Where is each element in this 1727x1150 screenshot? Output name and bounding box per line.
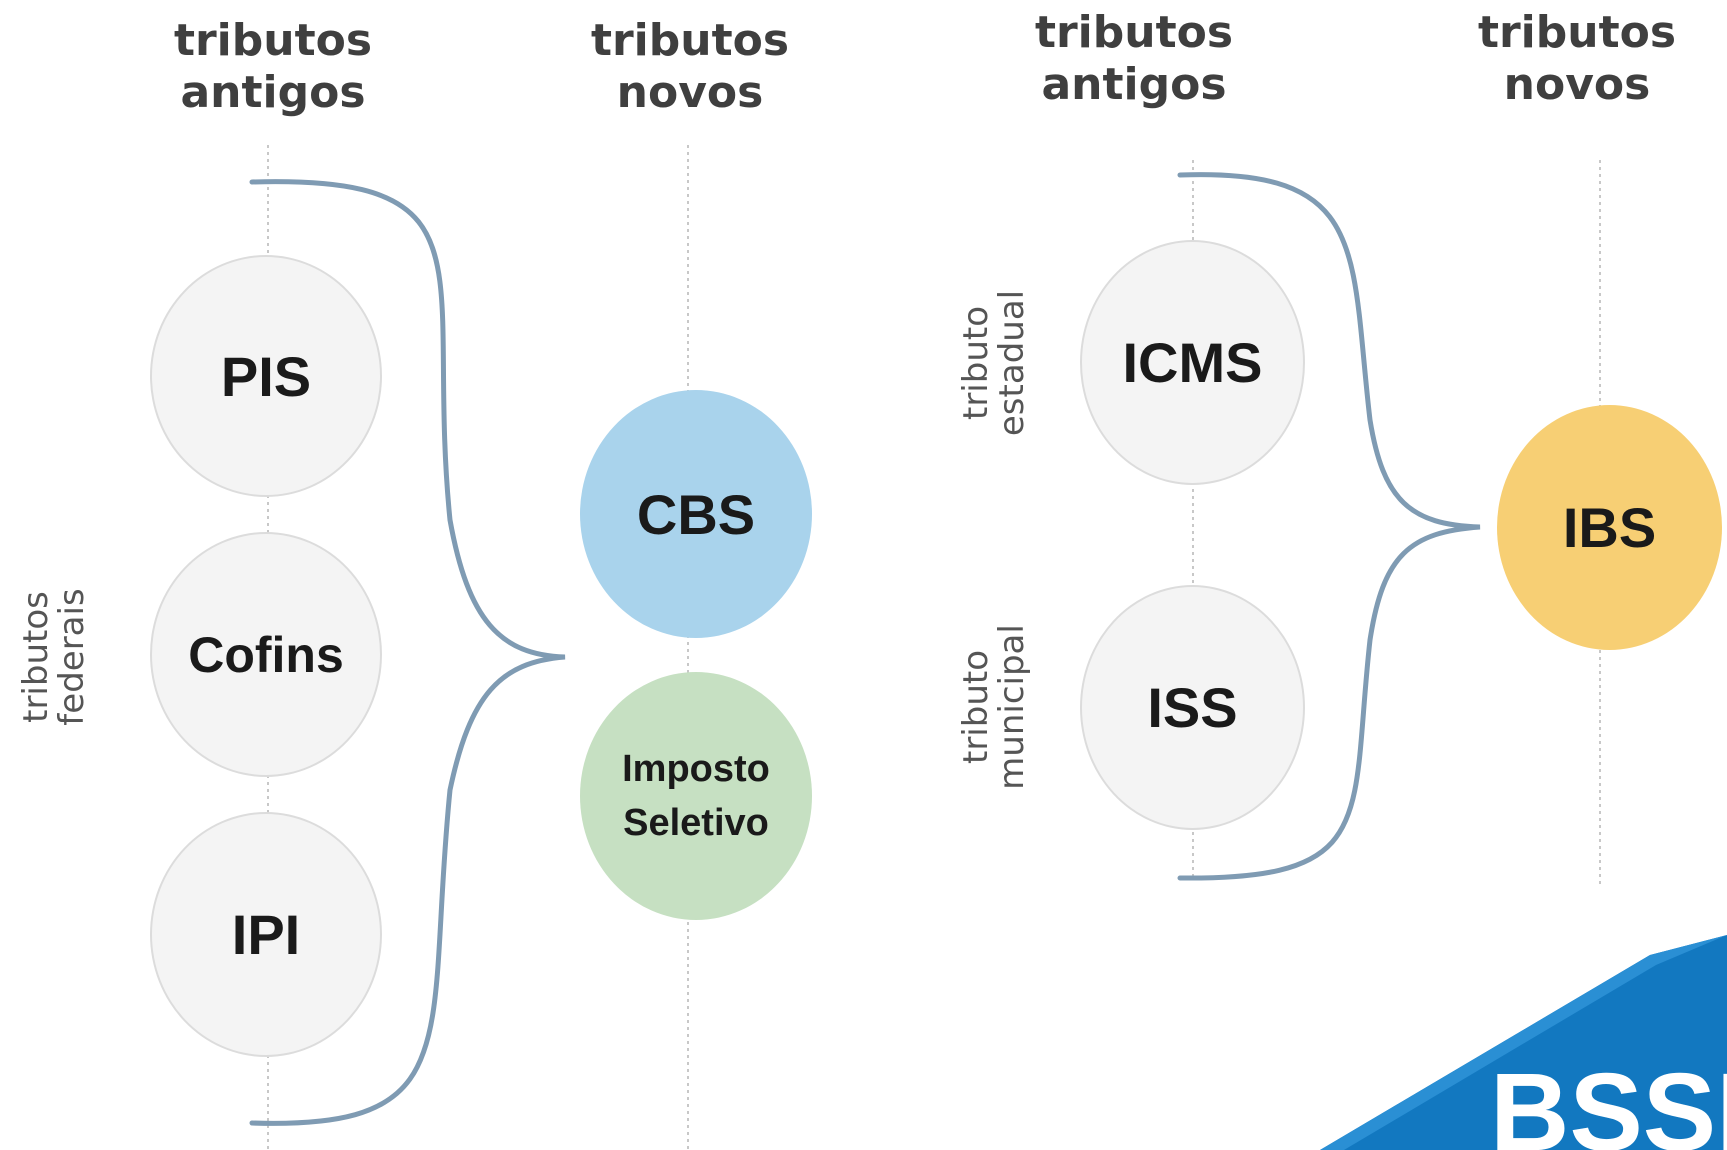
- node-iss: ISS: [1080, 585, 1305, 830]
- node-ipi: IPI: [150, 812, 382, 1057]
- node-pis: PIS: [150, 255, 382, 497]
- node-icms-label: ICMS: [1122, 331, 1263, 394]
- header-left-antigos-line1: tributos: [173, 15, 373, 66]
- node-cbs: CBS: [580, 390, 812, 638]
- node-cbs-label: CBS: [636, 482, 756, 546]
- header-left-novos-line2: novos: [616, 67, 764, 118]
- brace-federal: [249, 179, 566, 1126]
- bssi-logo-text: BSSI: [1490, 1051, 1727, 1150]
- node-cofins-label: Cofins: [188, 626, 344, 683]
- node-imposto-seletivo: Imposto Seletivo: [580, 672, 812, 920]
- side-label-municipal-line2: municipal: [992, 624, 1032, 790]
- node-ibs: IBS: [1497, 405, 1722, 650]
- side-label-municipal: tributo municipal: [956, 617, 1032, 797]
- header-left-antigos-line2: antigos: [180, 67, 366, 118]
- header-left-novos: tributos novos: [560, 15, 820, 119]
- header-right-novos-line2: novos: [1503, 59, 1651, 110]
- side-label-federais-line1: tributos: [16, 591, 56, 723]
- header-right-novos: tributos novos: [1447, 7, 1707, 111]
- side-label-federais: tributos federais: [16, 582, 92, 732]
- node-iss-label: ISS: [1147, 676, 1238, 739]
- header-right-antigos: tributos antigos: [1004, 7, 1264, 111]
- node-imposto-seletivo-line2: Seletivo: [623, 802, 769, 844]
- header-right-antigos-line2: antigos: [1041, 59, 1227, 110]
- node-pis-label: PIS: [220, 344, 312, 408]
- node-ipi-label: IPI: [231, 903, 301, 966]
- side-label-municipal-line1: tributo: [956, 649, 996, 765]
- header-left-novos-line1: tributos: [590, 15, 790, 66]
- node-imposto-seletivo-line1: Imposto: [622, 748, 770, 790]
- side-label-estadual-line2: estadual: [992, 289, 1032, 437]
- header-right-antigos-line1: tributos: [1034, 7, 1234, 58]
- side-label-federais-line2: federais: [52, 588, 92, 726]
- side-label-estadual-line1: tributo: [956, 305, 996, 421]
- node-cofins: Cofins: [150, 532, 382, 777]
- header-left-antigos: tributos antigos: [143, 15, 403, 119]
- node-icms: ICMS: [1080, 240, 1305, 485]
- node-ibs-label: IBS: [1562, 496, 1657, 559]
- header-right-novos-line1: tributos: [1477, 7, 1677, 58]
- bssi-logo: BSSI: [1320, 935, 1727, 1150]
- side-label-estadual: tributo estadual: [956, 283, 1032, 443]
- brace-estadual-municipal: [1177, 172, 1481, 881]
